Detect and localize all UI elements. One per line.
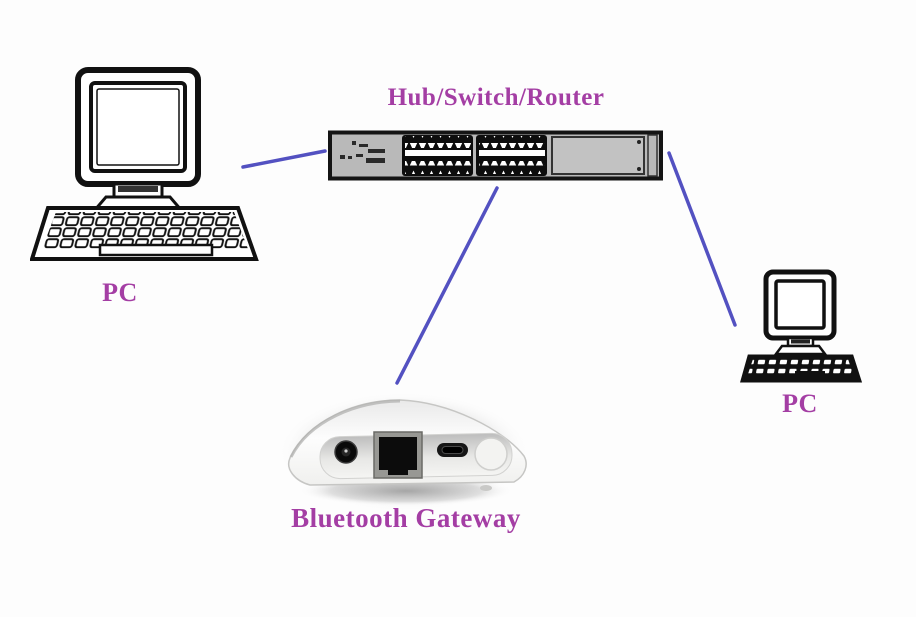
node-pc-left xyxy=(29,62,262,272)
desktop-pc-icon xyxy=(740,269,863,383)
keyboard xyxy=(740,354,863,383)
keyboard xyxy=(29,206,259,261)
bluetooth-gateway-icon xyxy=(278,392,530,512)
cable-hub-pcright xyxy=(667,151,737,327)
bluetooth-gateway-label: Bluetooth Gateway xyxy=(291,503,521,533)
crt-monitor xyxy=(763,269,837,341)
network-switch-icon xyxy=(328,130,663,181)
hub-switch-router-label: Hub/Switch/Router xyxy=(387,84,605,111)
monitor-stand xyxy=(773,336,828,356)
micro-usb-port xyxy=(437,443,468,457)
rubber-foot xyxy=(480,485,492,491)
crt-monitor xyxy=(75,67,201,187)
blank-panel xyxy=(551,134,658,177)
ethernet-port xyxy=(373,431,423,479)
port-bank-2 xyxy=(476,135,547,176)
node-pc-right xyxy=(740,268,865,393)
pairing-button xyxy=(474,437,508,471)
desktop-pc-icon xyxy=(29,67,259,261)
pc-left-label: PC xyxy=(102,278,138,307)
front-panel-markings xyxy=(340,141,385,163)
cable-hub-gateway xyxy=(395,186,499,385)
node-hub-switch-router xyxy=(328,130,664,187)
node-bluetooth-gateway xyxy=(278,392,536,522)
port-bank-1 xyxy=(402,135,473,176)
body-ridge-shadow xyxy=(289,399,401,458)
dc-power-jack xyxy=(334,440,358,464)
pc-right-label: PC xyxy=(782,389,818,418)
